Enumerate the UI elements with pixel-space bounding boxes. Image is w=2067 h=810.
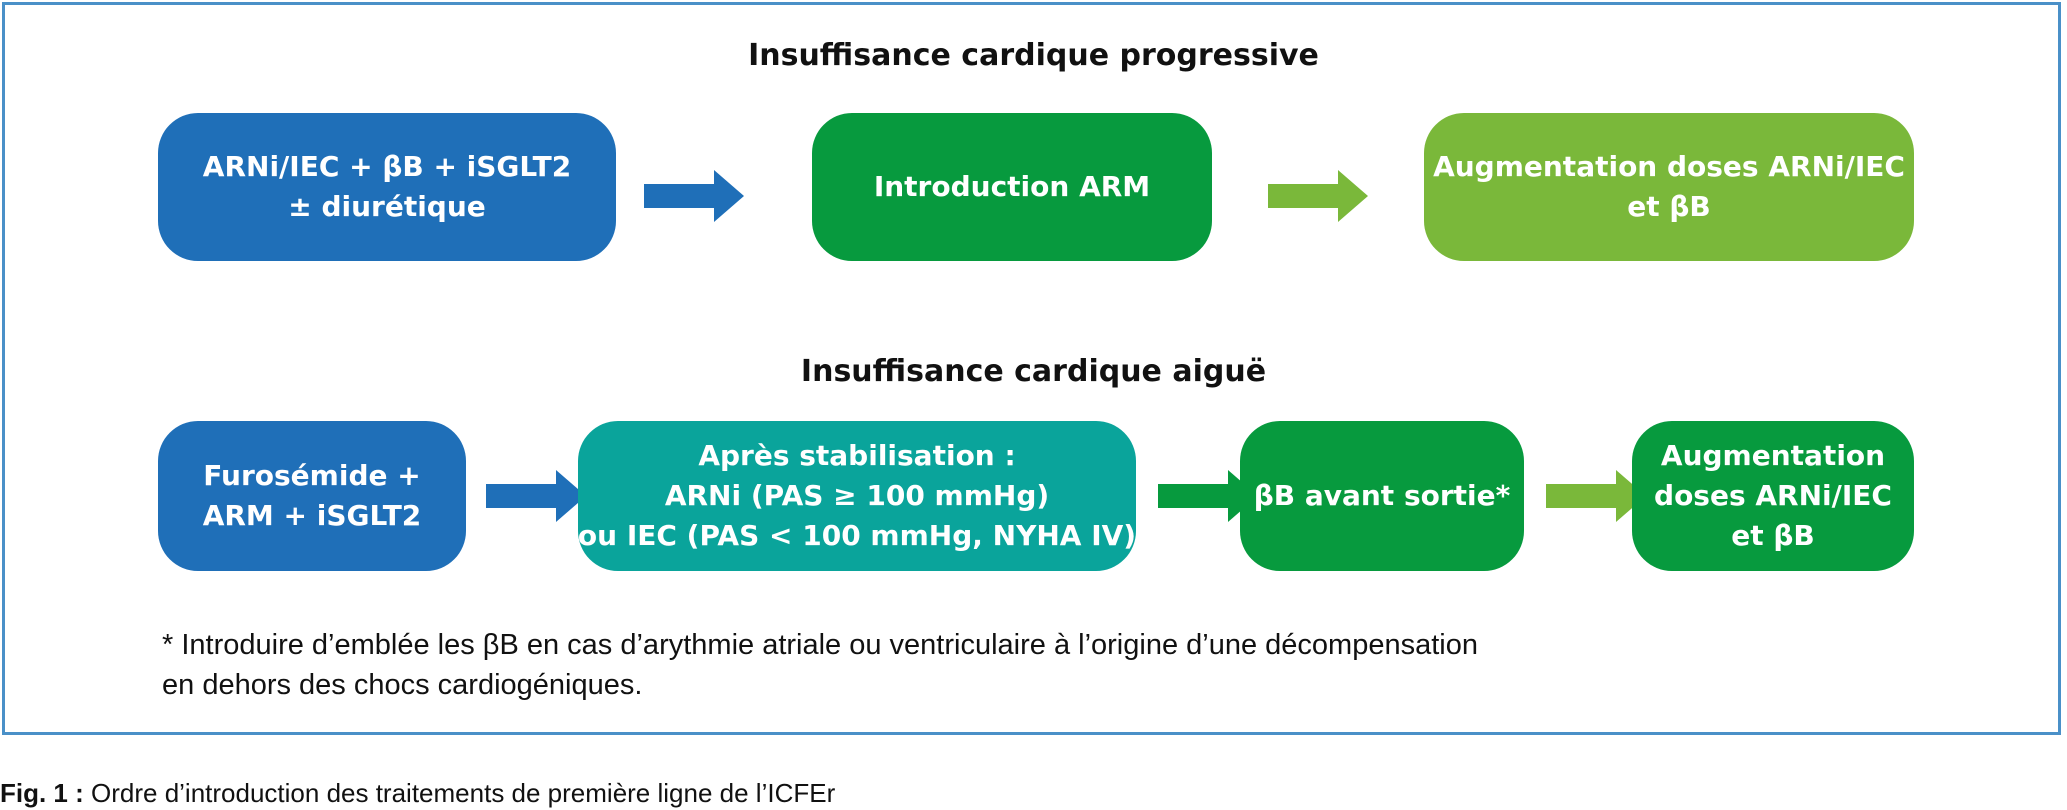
box-line: Augmentation doses ARNi/IEC [1433, 150, 1905, 183]
box-line: ARM + iSGLT2 [202, 499, 422, 532]
step-augmentation-doses-acute: Augmentation doses ARNi/IEC et βB [1632, 421, 1914, 571]
box-line: doses ARNi/IEC [1654, 479, 1892, 512]
footnote-line: en dehors des chocs cardiogéniques. [162, 669, 643, 701]
progressive-title: Insuffisance cardique progressive [748, 38, 1319, 73]
figure-frame [2, 2, 2061, 735]
step-bb-avant-sortie: βB avant sortie* [1240, 421, 1524, 571]
caption-text: Ordre d’introduction des traitements de … [83, 778, 836, 808]
footnote: * Introduire d’emblée les βB en cas d’ar… [162, 625, 1478, 705]
caption-label: Fig. 1 : [0, 778, 84, 808]
box-line: ARNi (PAS ≥ 100 mmHg) [664, 479, 1050, 512]
box-line: Introduction ARM [873, 170, 1151, 203]
box-line: βB avant sortie* [1253, 479, 1511, 512]
step-furosemide: Furosémide + ARM + iSGLT2 [158, 421, 466, 571]
acute-title: Insuffisance cardique aiguë [800, 354, 1267, 389]
box-line: ARNi/IEC + βB + iSGLT2 [202, 150, 572, 183]
step-augmentation-doses: Augmentation doses ARNi/IEC et βB [1424, 113, 1914, 261]
box-line: ou IEC (PAS < 100 mmHg, NYHA IV) [577, 519, 1137, 552]
step-apres-stabilisation: Après stabilisation : ARNi (PAS ≥ 100 mm… [578, 421, 1136, 571]
box-line: Après stabilisation : [698, 439, 1016, 472]
box-line: Augmentation [1660, 439, 1886, 472]
arrow-right-icon [644, 170, 744, 222]
box-line: ± diurétique [288, 190, 486, 223]
arrow-right-icon [1158, 470, 1258, 522]
footnote-line: * Introduire d’emblée les βB en cas d’ar… [162, 629, 1478, 661]
figure-caption: Fig. 1 : Ordre d’introduction des traite… [0, 778, 835, 809]
step-introduction-arm: Introduction ARM [812, 113, 1212, 261]
step-arni-iec-bb-isglt2: ARNi/IEC + βB + iSGLT2 ± diurétique [158, 113, 616, 261]
arrow-right-icon [1546, 470, 1646, 522]
box-line: et βB [1627, 190, 1711, 223]
arrow-right-icon [486, 470, 586, 522]
box-line: Furosémide + [203, 459, 421, 492]
arrow-right-icon [1268, 170, 1368, 222]
box-line: et βB [1731, 519, 1815, 552]
